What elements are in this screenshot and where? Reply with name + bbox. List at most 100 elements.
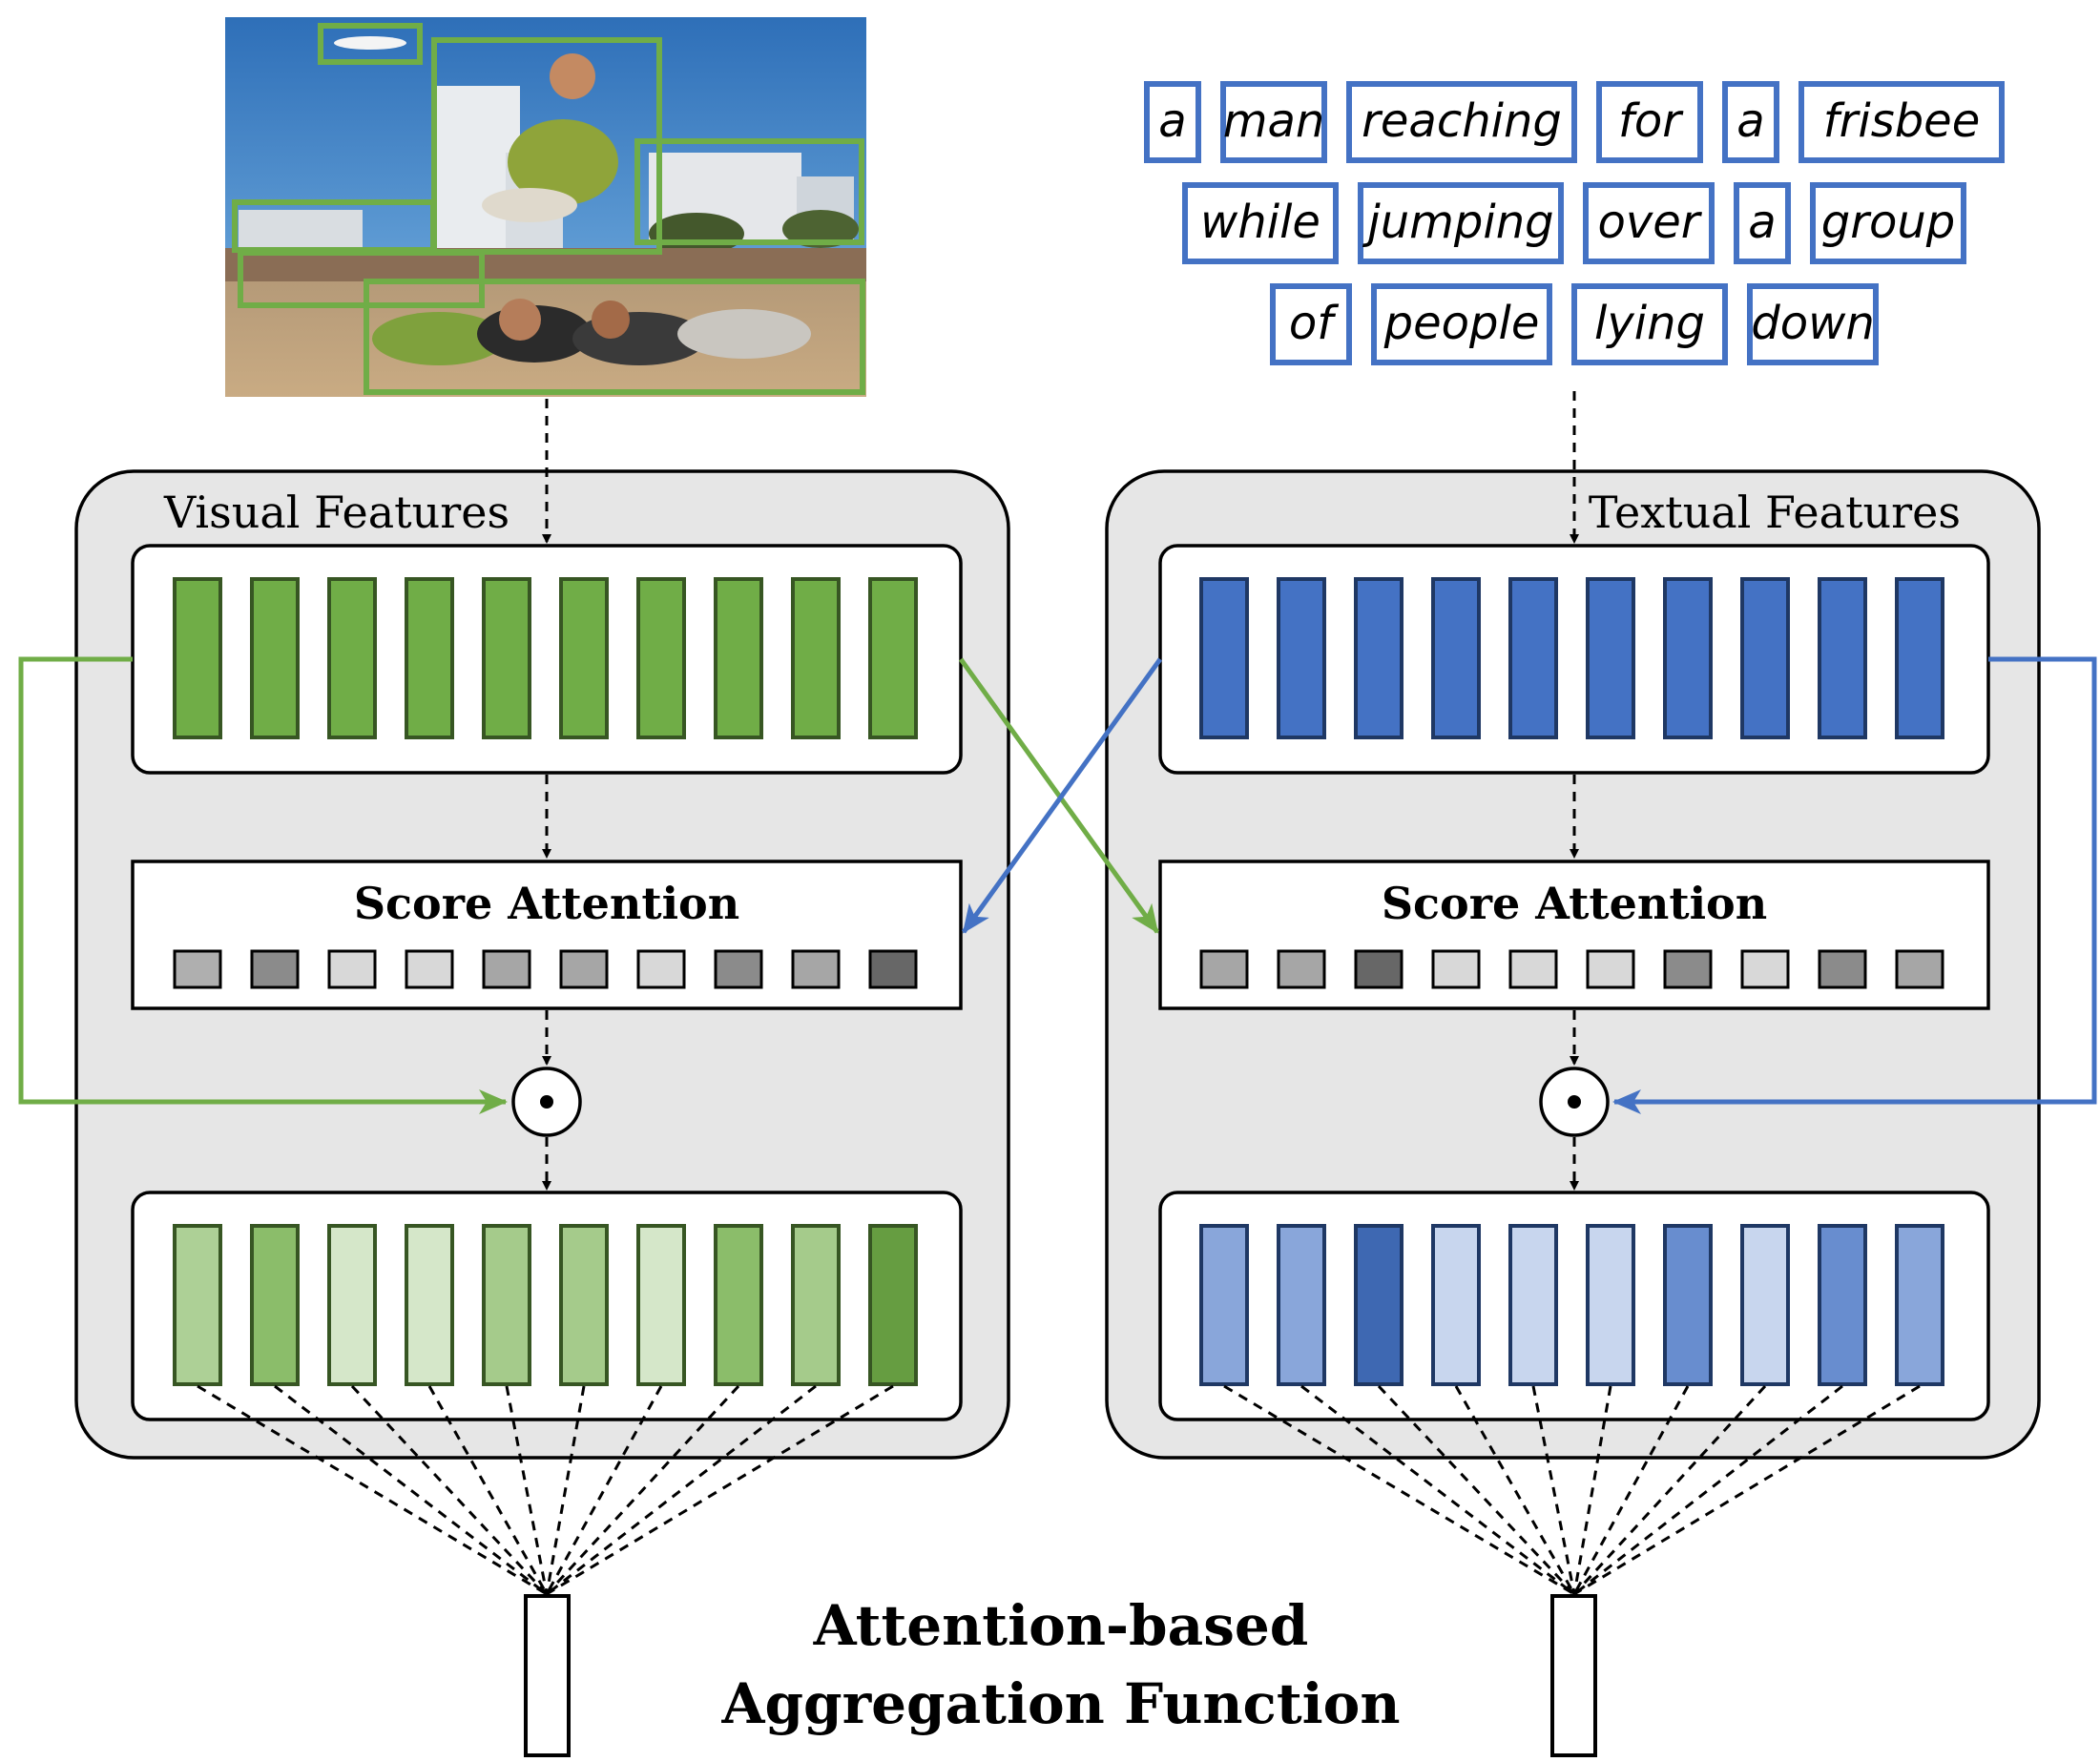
textual-feature-2 [1277,577,1326,739]
textual-features-label: Textual Features [1589,487,1961,538]
textual-score-label: Score Attention [1382,878,1767,929]
visual-feature-9 [791,577,841,739]
word-box: of [1270,283,1352,365]
textual-aggregation-line-7 [1572,1385,1690,1595]
word-box: down [1747,283,1879,365]
visual-attention-scores [173,949,918,989]
textual-aggregation-line-4 [1454,1385,1576,1595]
textual-to-visual-score-arrow [961,657,1163,934]
textual-feature-8 [1740,577,1790,739]
textual-weighted-features [1199,1224,1944,1386]
visual-score-2 [250,949,300,989]
word-box: a [1734,182,1791,264]
word-text: group [1821,196,1955,249]
word-box: man [1220,81,1327,163]
word-text: for [1618,94,1684,148]
visual-weighted-feature-3 [327,1224,377,1386]
textual-score-1 [1199,949,1249,989]
visual-weighted-feature-2 [250,1224,300,1386]
word-text: frisbee [1823,94,1981,148]
textual-weighted-feature-7 [1663,1224,1713,1386]
visual-score-9 [791,949,841,989]
word-box: people [1371,283,1552,365]
textual-aggregation-line-9 [1573,1384,1843,1596]
visual-aggregation-line-8 [545,1384,740,1596]
visual-aggregation-line-2 [274,1384,548,1596]
textual-skip-arrow [1612,656,2097,1114]
visual-feature-10 [868,577,918,739]
visual-score-7 [636,949,686,989]
word-box: over [1583,182,1715,264]
visual-score-5 [482,949,531,989]
visual-score-label: Score Attention [354,878,739,929]
word-text: of [1289,297,1339,350]
visual-score-1 [173,949,222,989]
visual-weighted-feature-4 [405,1224,454,1386]
visual-score-3 [327,949,377,989]
word-box: a [1144,81,1201,163]
textual-feature-6 [1586,577,1635,739]
textual-weighted-feature-1 [1199,1224,1249,1386]
textual-weighted-feature-10 [1895,1224,1944,1386]
textual-input-features [1199,577,1944,739]
textual-feature-7 [1663,577,1713,739]
visual-aggregation-line-4 [427,1385,549,1595]
visual-weighted-feature-1 [173,1224,222,1386]
word-text: reaching [1362,94,1562,148]
word-box: while [1182,182,1339,264]
visual-aggregation-line-9 [546,1384,817,1596]
textual-score-4 [1431,949,1481,989]
textual-embedding-vector [1550,1594,1597,1757]
visual-weighted-feature-9 [791,1224,841,1386]
word-text: man [1223,94,1325,148]
textual-feature-10 [1895,577,1944,739]
textual-score-9 [1818,949,1867,989]
word-text: a [1158,94,1186,148]
visual-weighted-feature-6 [559,1224,609,1386]
textual-aggregation-line-2 [1300,1384,1575,1596]
textual-score-8 [1740,949,1790,989]
textual-aggregation-line-3 [1377,1384,1576,1596]
visual-skip-arrow [18,656,508,1114]
visual-aggregation-line-6 [545,1385,586,1595]
caption-line-2: Aggregation Function [720,1671,1400,1736]
textual-feature-3 [1354,577,1403,739]
textual-attention-scores [1199,949,1944,989]
word-text: down [1751,297,1875,350]
visual-weighted-feature-5 [482,1224,531,1386]
word-text: jumping [1362,196,1553,249]
textual-aggregation-line-5 [1531,1385,1576,1595]
textual-weighted-feature-5 [1508,1224,1558,1386]
visual-aggregation-lines [197,1384,894,1596]
textual-score-7 [1663,949,1713,989]
visual-feature-3 [327,577,377,739]
word-text: a [1736,94,1764,148]
textual-feature-1 [1199,577,1249,739]
word-text: lying [1594,297,1705,350]
textual-feature-4 [1431,577,1481,739]
visual-score-10 [868,949,918,989]
textual-aggregation-lines [1223,1384,1921,1596]
word-text: over [1597,196,1702,249]
visual-weighted-features [173,1224,918,1386]
visual-features-label: Visual Features [163,487,509,538]
input-photo [225,17,866,397]
textual-feature-5 [1508,577,1558,739]
visual-aggregation-line-7 [545,1385,663,1595]
visual-aggregation-line-3 [350,1384,549,1596]
visual-feature-7 [636,577,686,739]
textual-score-5 [1508,949,1558,989]
textual-score-3 [1354,949,1403,989]
visual-embedding-vector [524,1594,571,1757]
word-box: group [1810,182,1966,264]
textual-weighted-feature-3 [1354,1224,1403,1386]
word-text: a [1748,196,1776,249]
word-box: for [1596,81,1703,163]
visual-score-6 [559,949,609,989]
visual-score-8 [714,949,763,989]
caption-line-1: Attention-based [813,1593,1309,1658]
visual-feature-1 [173,577,222,739]
textual-weighted-feature-9 [1818,1224,1867,1386]
textual-aggregation-line-8 [1572,1384,1767,1596]
visual-feature-6 [559,577,609,739]
